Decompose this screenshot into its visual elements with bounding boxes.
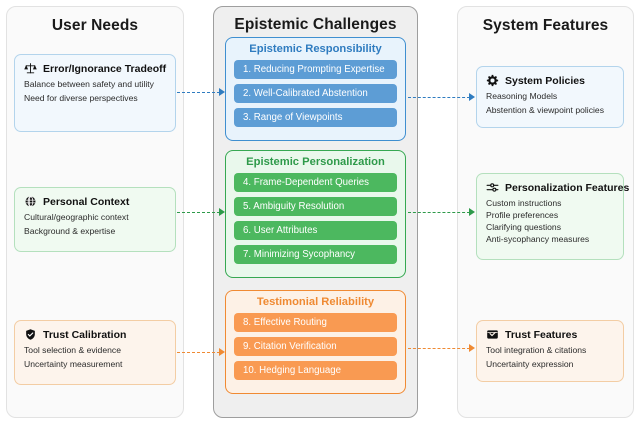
connector-challenges-to-features-green (408, 212, 470, 213)
group-title: Epistemic Responsibility (249, 43, 382, 55)
group-testimonial-reliability: Testimonial Reliability 8. Effective Rou… (225, 290, 406, 394)
card-line: Uncertainty measurement (24, 359, 123, 370)
challenge-item[interactable]: 9. Citation Verification (234, 337, 397, 356)
card-error-ignorance-tradeoff[interactable]: Error/Ignorance Tradeoff Balance between… (14, 54, 176, 132)
group-title: Testimonial Reliability (256, 296, 375, 308)
card-trust-features[interactable]: Trust Features Tool integration & citati… (476, 320, 624, 382)
connector-needs-to-challenges-orange (177, 352, 220, 353)
card-line: Custom instructions (486, 198, 562, 208)
card-line: Uncertainty expression (486, 359, 574, 370)
card-line: Need for diverse perspectives (24, 93, 138, 104)
challenge-item[interactable]: 5. Ambiguity Resolution (234, 197, 397, 216)
card-line: Cultural/geographic context (24, 212, 129, 222)
card-personal-context[interactable]: Personal Context Cultural/geographic con… (14, 187, 176, 252)
card-header: Trust Calibration (24, 328, 166, 341)
card-line: Profile preferences (486, 210, 559, 221)
card-title: Trust Features (505, 328, 578, 341)
shield-check-icon (26, 329, 35, 340)
connector-needs-to-challenges-green (177, 212, 220, 213)
challenge-item[interactable]: 6. User Attributes (234, 221, 397, 240)
challenge-item[interactable]: 2. Well-Calibrated Abstention (234, 84, 397, 103)
card-title: System Policies (505, 74, 585, 87)
group-epistemic-personalization: Epistemic Personalization 4. Frame-Depen… (225, 150, 406, 278)
card-title: Error/Ignorance Tradeoff (43, 62, 167, 75)
card-title: Trust Calibration (43, 328, 127, 341)
system-features-title: System Features (482, 17, 609, 34)
arrowhead-green-right (469, 208, 475, 216)
card-line: Tool integration & citations (486, 345, 587, 355)
challenge-item[interactable]: 8. Effective Routing (234, 313, 397, 332)
inbox-check-icon (487, 330, 498, 339)
arrowhead-orange-left (219, 348, 225, 356)
arrowhead-blue-left (219, 88, 225, 96)
card-line: Balance between safety and utility (24, 79, 154, 89)
arrowhead-orange-right (469, 344, 475, 352)
card-system-policies[interactable]: System Policies Reasoning Models Abstent… (476, 66, 624, 128)
card-line: Tool selection & evidence (24, 345, 121, 355)
card-header: Personal Context (24, 195, 166, 208)
card-title: Personalization Features (505, 181, 630, 194)
challenge-item[interactable]: 7. Minimizing Sycophancy (234, 245, 397, 264)
gear-icon (486, 74, 499, 87)
challenge-item[interactable]: 10. Hedging Language (234, 361, 397, 380)
card-line: Reasoning Models (486, 91, 558, 101)
user-needs-title: User Needs (51, 17, 139, 34)
card-line: Clarifying questions (486, 222, 561, 233)
epistemic-challenges-title: Epistemic Challenges (234, 16, 397, 33)
globe-icon (25, 196, 36, 207)
card-header: Personalization Features (486, 181, 629, 194)
challenge-item[interactable]: 4. Frame-Dependent Queries (234, 173, 397, 192)
arrowhead-blue-right (469, 93, 475, 101)
arrowhead-green-left (219, 208, 225, 216)
card-header: Trust Features (486, 328, 614, 341)
card-line: Abstention & viewpoint policies (486, 105, 604, 116)
connector-challenges-to-features-orange (408, 348, 470, 349)
group-epistemic-responsibility: Epistemic Responsibility 1. Reducing Pro… (225, 37, 406, 141)
sliders-icon (486, 183, 499, 192)
connector-needs-to-challenges-blue (177, 92, 220, 93)
challenge-item[interactable]: 1. Reducing Prompting Expertise (234, 60, 397, 79)
connector-challenges-to-features-blue (408, 97, 470, 98)
card-header: System Policies (486, 74, 614, 87)
card-trust-calibration[interactable]: Trust Calibration Tool selection & evide… (14, 320, 176, 385)
card-title: Personal Context (43, 195, 130, 208)
card-line: Anti-sycophancy measures (486, 234, 590, 245)
group-title: Epistemic Personalization (246, 156, 385, 168)
card-line: Background & expertise (24, 226, 116, 237)
card-header: Error/Ignorance Tradeoff (24, 62, 166, 75)
card-personalization-features[interactable]: Personalization Features Custom instruct… (476, 173, 629, 260)
challenge-item[interactable]: 3. Range of Viewpoints (234, 108, 397, 127)
balance-scale-icon (24, 63, 37, 74)
